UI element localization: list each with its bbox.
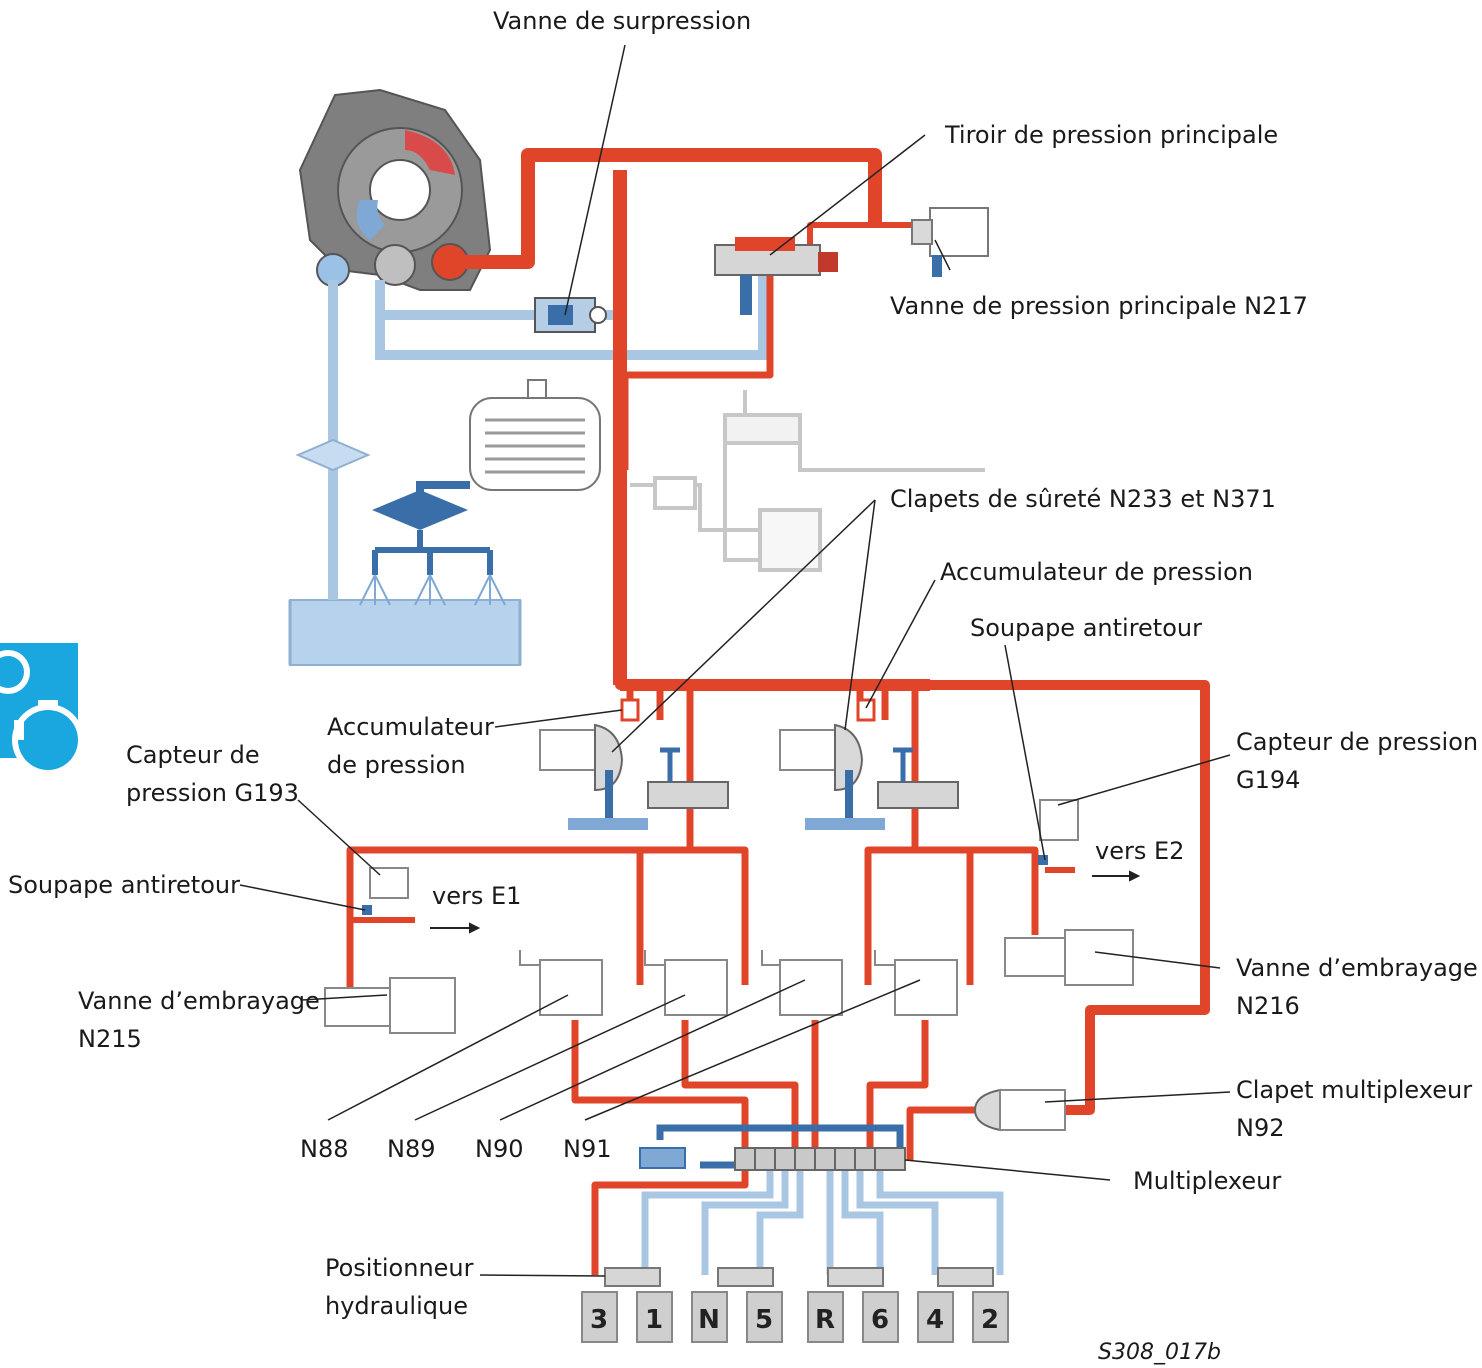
clutch-valve-n215 bbox=[325, 978, 455, 1033]
main-pressure-valve-n217 bbox=[912, 208, 988, 277]
gear-key-2: 2 bbox=[981, 1305, 999, 1335]
label-soupape-right: Soupape antiretour bbox=[970, 609, 1202, 647]
solenoid-n89 bbox=[645, 950, 727, 1015]
oil-sump bbox=[290, 600, 520, 665]
label-n91: N91 bbox=[563, 1130, 612, 1168]
figure-code: S308_017b bbox=[1098, 1340, 1221, 1365]
solenoid-n88 bbox=[520, 950, 602, 1015]
gear-key-n: N bbox=[698, 1305, 720, 1335]
label-vanne-n216-1: Vanne d’embrayage bbox=[1236, 949, 1478, 987]
gear-key-4: 4 bbox=[926, 1305, 944, 1335]
label-tiroir-pression: Tiroir de pression principale bbox=[945, 116, 1278, 154]
label-capteur-g194-1: Capteur de pression bbox=[1236, 723, 1478, 761]
solenoid-n90 bbox=[762, 950, 842, 1015]
overpressure-valve bbox=[535, 298, 606, 332]
gear-key-6: 6 bbox=[871, 1305, 889, 1335]
label-n88: N88 bbox=[300, 1130, 349, 1168]
label-accu-left-1: Accumulateur bbox=[327, 708, 494, 746]
label-clapet-n92-1: Clapet multiplexeur bbox=[1236, 1071, 1472, 1109]
multiplexer-port bbox=[640, 1148, 685, 1168]
label-positionneur-1: Positionneur bbox=[325, 1249, 474, 1287]
label-accu-left-2: de pression bbox=[327, 746, 466, 784]
label-n89: N89 bbox=[387, 1130, 436, 1168]
gear-key-1: 1 bbox=[645, 1305, 663, 1335]
gear-key-5: 5 bbox=[755, 1305, 773, 1335]
multiplexer bbox=[735, 1148, 905, 1170]
label-multiplexeur: Multiplexeur bbox=[1133, 1162, 1281, 1200]
label-capteur-g193-2: pression G193 bbox=[126, 774, 299, 812]
label-soupape-left: Soupape antiretour bbox=[8, 866, 240, 904]
label-positionneur-2: hydraulique bbox=[325, 1287, 468, 1325]
left-safety-valve-group bbox=[540, 700, 728, 830]
oil-cooler bbox=[470, 380, 600, 490]
label-vanne-n216-2: N216 bbox=[1236, 987, 1300, 1025]
label-vers-e1: vers E1 bbox=[432, 877, 521, 915]
label-vanne-surpression: Vanne de surpression bbox=[493, 2, 751, 40]
label-clapet-n92-2: N92 bbox=[1236, 1109, 1285, 1147]
suction-filter bbox=[298, 440, 368, 470]
gear-key-3: 3 bbox=[590, 1305, 608, 1335]
label-vanne-n215-2: N215 bbox=[78, 1020, 142, 1058]
clutch-valve-n216 bbox=[1005, 930, 1133, 985]
label-n90: N90 bbox=[475, 1130, 524, 1168]
gear-icon bbox=[0, 643, 84, 776]
label-vanne-pression-n217: Vanne de pression principale N217 bbox=[890, 287, 1308, 325]
label-vanne-n215-1: Vanne d’embrayage bbox=[78, 982, 320, 1020]
label-capteur-g194-2: G194 bbox=[1236, 761, 1300, 799]
main-pressure-slide bbox=[715, 237, 838, 315]
lubrication-sprays bbox=[360, 485, 505, 605]
pressure-sensor-g193 bbox=[362, 868, 408, 915]
label-accu-pression-right: Accumulateur de pression bbox=[940, 553, 1253, 591]
multiplexer-valve-n92 bbox=[975, 1090, 1065, 1130]
label-capteur-g193-1: Capteur de bbox=[126, 736, 260, 774]
solenoid-n91 bbox=[875, 950, 957, 1015]
gear-key-r: R bbox=[815, 1305, 835, 1335]
label-clapets-surete: Clapets de sûreté N233 et N371 bbox=[890, 480, 1276, 518]
label-vers-e2: vers E2 bbox=[1095, 832, 1184, 870]
right-safety-valve-group bbox=[780, 700, 958, 830]
